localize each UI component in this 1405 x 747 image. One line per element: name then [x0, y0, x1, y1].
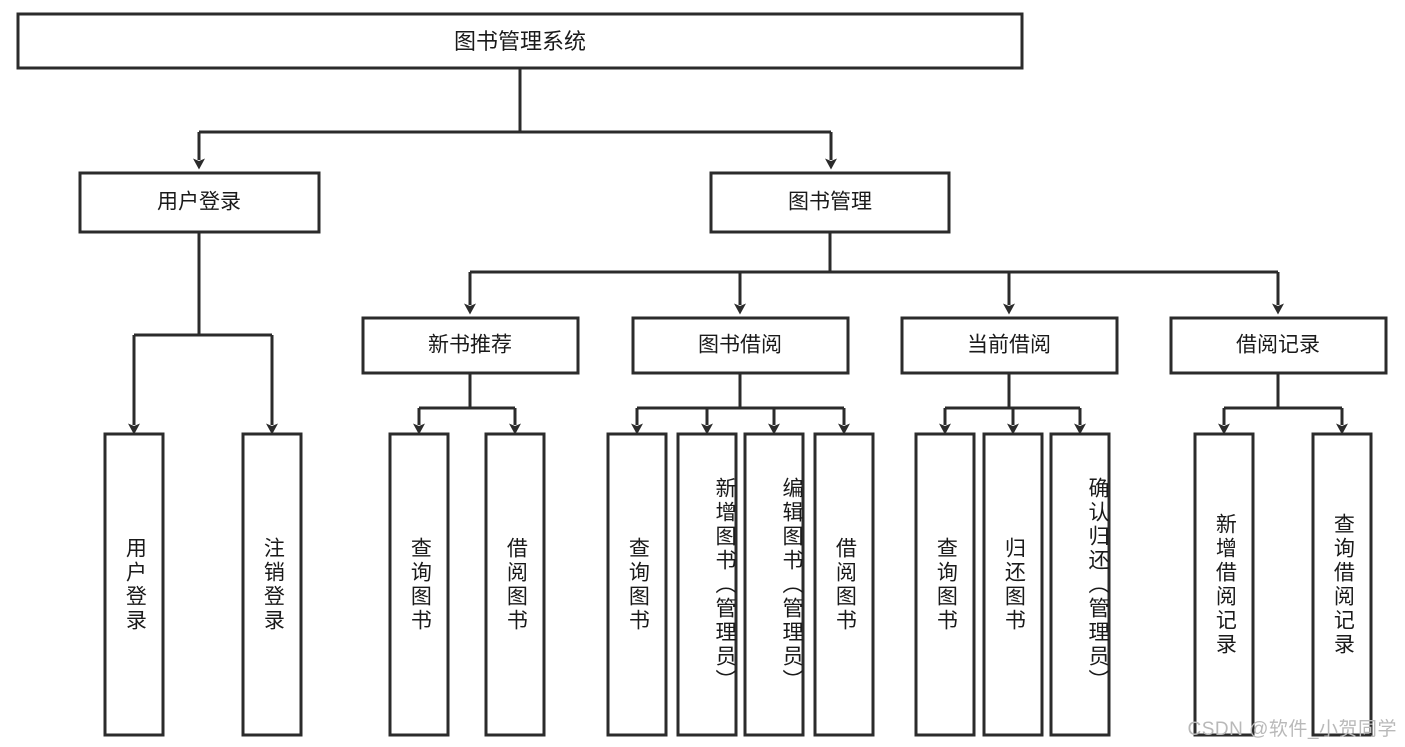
leaf-box-5[interactable]: [676, 432, 738, 737]
leaf-box-9[interactable]: [982, 432, 1044, 737]
node-book-management[interactable]: 图书管理: [709, 171, 951, 234]
node-borrow-record[interactable]: 借阅记录: [1169, 316, 1388, 375]
level3-label-2: 当前借阅: [967, 334, 1051, 357]
node-root[interactable]: 图书管理系统: [16, 12, 1024, 70]
level3-box-2[interactable]: [900, 316, 1119, 375]
node-book-borrow[interactable]: 图书借阅: [631, 316, 850, 375]
connector-borrowrecord-to-leaves: [1218, 373, 1348, 435]
level2-label-0: 用户登录: [157, 191, 241, 214]
leaf-box-1[interactable]: [241, 432, 303, 737]
connector-bookmgmt-to-level3: [464, 232, 1284, 315]
level2-label-1: 图书管理: [788, 191, 872, 214]
leaf-box-3[interactable]: [484, 432, 546, 737]
node-current-borrow[interactable]: 当前借阅: [900, 316, 1119, 375]
level3-box-0[interactable]: [361, 316, 580, 375]
leaf-box-2[interactable]: [388, 432, 450, 737]
root-label: 图书管理系统: [454, 29, 586, 54]
level3-label-1: 图书借阅: [698, 334, 782, 357]
leaf-box-8[interactable]: [914, 432, 976, 737]
connector-bookborrow-to-leaves: [631, 373, 850, 435]
connector-userlogin-to-leaves: [128, 232, 278, 435]
leaf-box-6[interactable]: [743, 432, 805, 737]
connector-root-to-level2: [193, 68, 837, 170]
root-box[interactable]: [16, 12, 1024, 70]
leaf-box-11[interactable]: [1193, 432, 1255, 737]
level2-box-0[interactable]: [78, 171, 321, 234]
connector-currentborrow-to-leaves: [939, 373, 1086, 435]
csdn-watermark: CSDN @软件_小贺同学: [1187, 719, 1397, 740]
leaf-box-12[interactable]: [1311, 432, 1373, 737]
leaf-box-7[interactable]: [813, 432, 875, 737]
node-user-login[interactable]: 用户登录: [78, 171, 321, 234]
leaf-box-4[interactable]: [606, 432, 668, 737]
level3-label-0: 新书推荐: [428, 334, 512, 357]
node-new-book-recommend[interactable]: 新书推荐: [361, 316, 580, 375]
leaf-box-0[interactable]: [103, 432, 165, 737]
leaf-box-10[interactable]: [1049, 432, 1111, 737]
connector-newbook-to-leaves: [413, 373, 521, 435]
level3-label-3: 借阅记录: [1236, 334, 1320, 357]
